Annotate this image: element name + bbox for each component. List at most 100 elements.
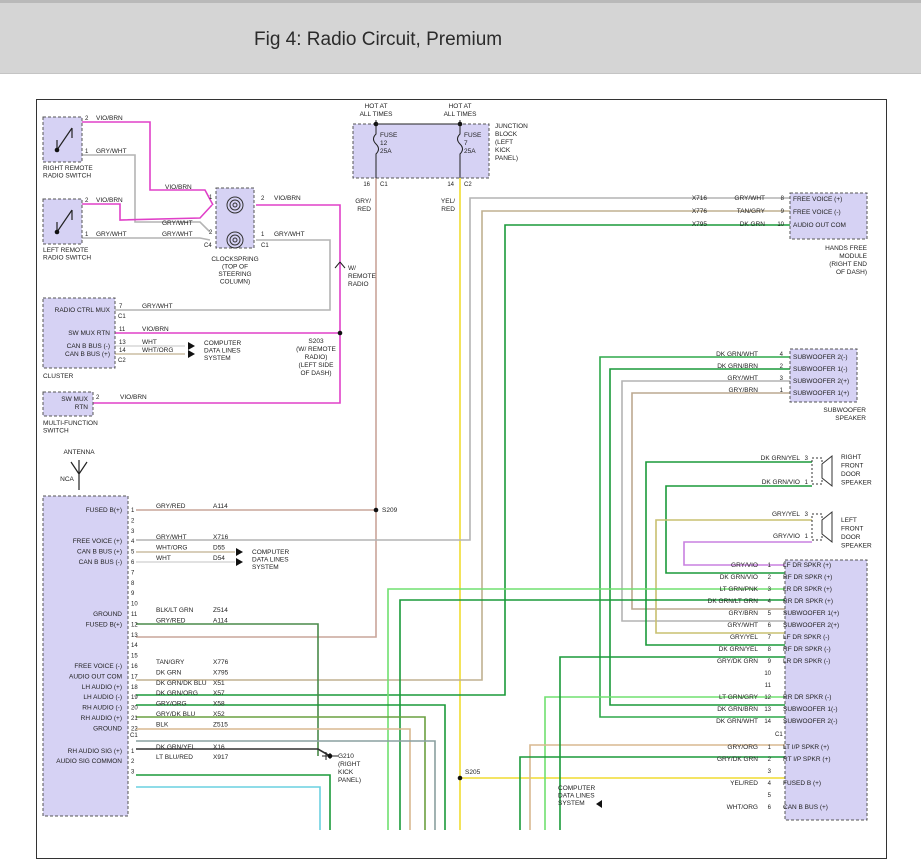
pin-number: 1	[805, 480, 809, 486]
wire-label: GRY/WHT	[274, 231, 305, 238]
label-rf-door-speaker: FRONT	[841, 463, 863, 470]
fuse-label: 12	[380, 140, 388, 147]
fuse-symbol	[373, 120, 379, 178]
label-cluster: CLUSTER	[43, 373, 74, 380]
left-remote-switch-box	[42, 198, 83, 245]
wire-label: VIO/BRN	[96, 197, 123, 204]
pin-number: 8	[781, 196, 785, 202]
wire-dk-grn-yel-x16	[136, 774, 331, 830]
pin-number: 11	[119, 327, 126, 333]
wire-label: WHT/ORG	[727, 804, 758, 811]
label-w-remote-radio: REMOTE	[348, 273, 376, 280]
label-lf-door-speaker: DOOR	[841, 534, 861, 541]
label-right-remote-switch: RIGHT REMOTE	[43, 165, 93, 172]
splice-s209	[373, 507, 379, 513]
wire-label: DK GRN	[156, 669, 182, 676]
wire-dk-grn-brn-sub1	[609, 368, 790, 706]
pin-number: 1	[780, 388, 784, 394]
pin-number: 12	[131, 622, 138, 628]
label-clockspring: STEERING	[218, 271, 251, 278]
amp-pin-label: LF DR SPKR (+)	[783, 562, 831, 569]
wire-gry-yel-lf	[655, 519, 812, 634]
lf-door-speaker-terminal	[811, 513, 823, 541]
wire-label: DK GRN/VIO	[762, 479, 800, 486]
fuse-hot-label: ALL TIMES	[444, 111, 478, 118]
circuit-label: X716	[692, 195, 708, 202]
label-rf-door-speaker: RIGHT	[841, 454, 861, 461]
pin-number: 1	[131, 749, 135, 755]
circuit-label: X58	[213, 701, 225, 708]
pin-number: 18	[131, 685, 138, 691]
wire-label: GRY/BRN	[729, 610, 759, 617]
pin-number: 1	[805, 534, 809, 540]
wire-label: DK GRN	[740, 221, 766, 228]
hands-free-module-box	[789, 192, 868, 240]
wire-dk-grn-yel-rf	[645, 461, 812, 646]
amp-pin-label: RF DR SPKR (-)	[783, 646, 831, 653]
pin-number: 11	[765, 683, 772, 689]
connector-label: C2	[464, 182, 472, 188]
label-g210: (RIGHT	[338, 761, 360, 768]
cluster-pin-label: CAN B BUS (+)	[65, 351, 110, 358]
wire-label: RED	[357, 206, 371, 213]
circuit-label: X776	[692, 208, 708, 215]
wire-label: GRY/DK GRN	[717, 658, 758, 665]
wire-label: GRY/ORG	[156, 701, 187, 708]
pin-number: 1	[85, 232, 89, 238]
wire-label: DK GRN/WHT	[716, 351, 758, 358]
label-lf-door-speaker: SPEAKER	[841, 543, 872, 550]
pin-number: 6	[768, 623, 772, 629]
radio-pin-label: RH AUDIO (-)	[82, 705, 122, 712]
wire-vio-brn-left-switch	[82, 203, 213, 221]
computer-data-arrows	[188, 342, 195, 358]
label-hands-free-module: OF DASH)	[836, 269, 867, 276]
pin-number: 5	[768, 611, 772, 617]
figure-header: Fig 4: Radio Circuit, Premium	[0, 0, 921, 74]
circuit-label: X776	[213, 659, 229, 666]
pin-number: 5	[768, 793, 772, 799]
label-computer-data-radio: COMPUTER	[252, 549, 290, 556]
clockspring-coil-core	[232, 202, 238, 208]
pin-number: 19	[131, 695, 138, 701]
wire-lt-blu-red-x917	[136, 786, 321, 830]
label-clockspring: COLUMN)	[220, 279, 250, 286]
wire-dk-grn-dk-blu	[136, 704, 446, 830]
wire-gry-wht-clockspring-out	[92, 239, 331, 311]
pin-number: 2	[131, 518, 135, 524]
amp-pin-label: RR DR SPKR (-)	[783, 694, 831, 701]
pin-number: 20	[131, 706, 138, 712]
connector-label: C4	[204, 243, 212, 249]
hfm-pin-label: FREE VOICE (+)	[793, 196, 842, 203]
label-hands-free-module: HANDS FREE	[825, 245, 868, 252]
computer-data-arrows-radio	[236, 548, 243, 566]
pin-number: 3	[131, 770, 135, 776]
pin-number: 7	[768, 635, 772, 641]
label-subwoofer: SPEAKER	[835, 415, 866, 422]
wire-dk-grn-x795	[136, 224, 790, 696]
wire-dk-grn-wht-sub2	[599, 356, 790, 718]
pin-number: 4	[768, 781, 772, 787]
wire-label: DK GRN/YEL	[761, 455, 801, 462]
pin-number: 3	[768, 587, 772, 593]
wire-label: WHT/ORG	[142, 347, 173, 354]
wire-gry-wht-left-switch	[82, 237, 211, 241]
pin-number: 9	[131, 591, 135, 597]
amp-pin-label: LT I/P SPKR (+)	[783, 744, 829, 751]
circuit-label: A114	[213, 503, 228, 510]
connector-label: C1	[380, 182, 388, 188]
amp-pin-label: CAN B BUS (+)	[783, 804, 828, 811]
multifunction-switch-box	[42, 391, 94, 417]
amp-pin-label: LR DR SPKR (-)	[783, 658, 830, 665]
clockspring-coil-inner	[229, 199, 241, 211]
amp-pin-label: LF DR SPKR (-)	[783, 634, 830, 641]
wire-label: VIO/BRN	[120, 394, 147, 401]
sub-pin-label: SUBWOOFER 2(-)	[793, 354, 848, 361]
sub-pin-label: SUBWOOFER 1(+)	[793, 390, 849, 397]
pin-number: 1	[131, 508, 135, 514]
pin-number: 14	[119, 348, 126, 354]
pin-number: 14	[764, 719, 771, 725]
wire-label: DK GRN/LT GRN	[708, 598, 759, 605]
label-junction-block: KICK	[495, 147, 511, 154]
label-g210: KICK	[338, 769, 354, 776]
pin-number: 10	[131, 602, 138, 608]
